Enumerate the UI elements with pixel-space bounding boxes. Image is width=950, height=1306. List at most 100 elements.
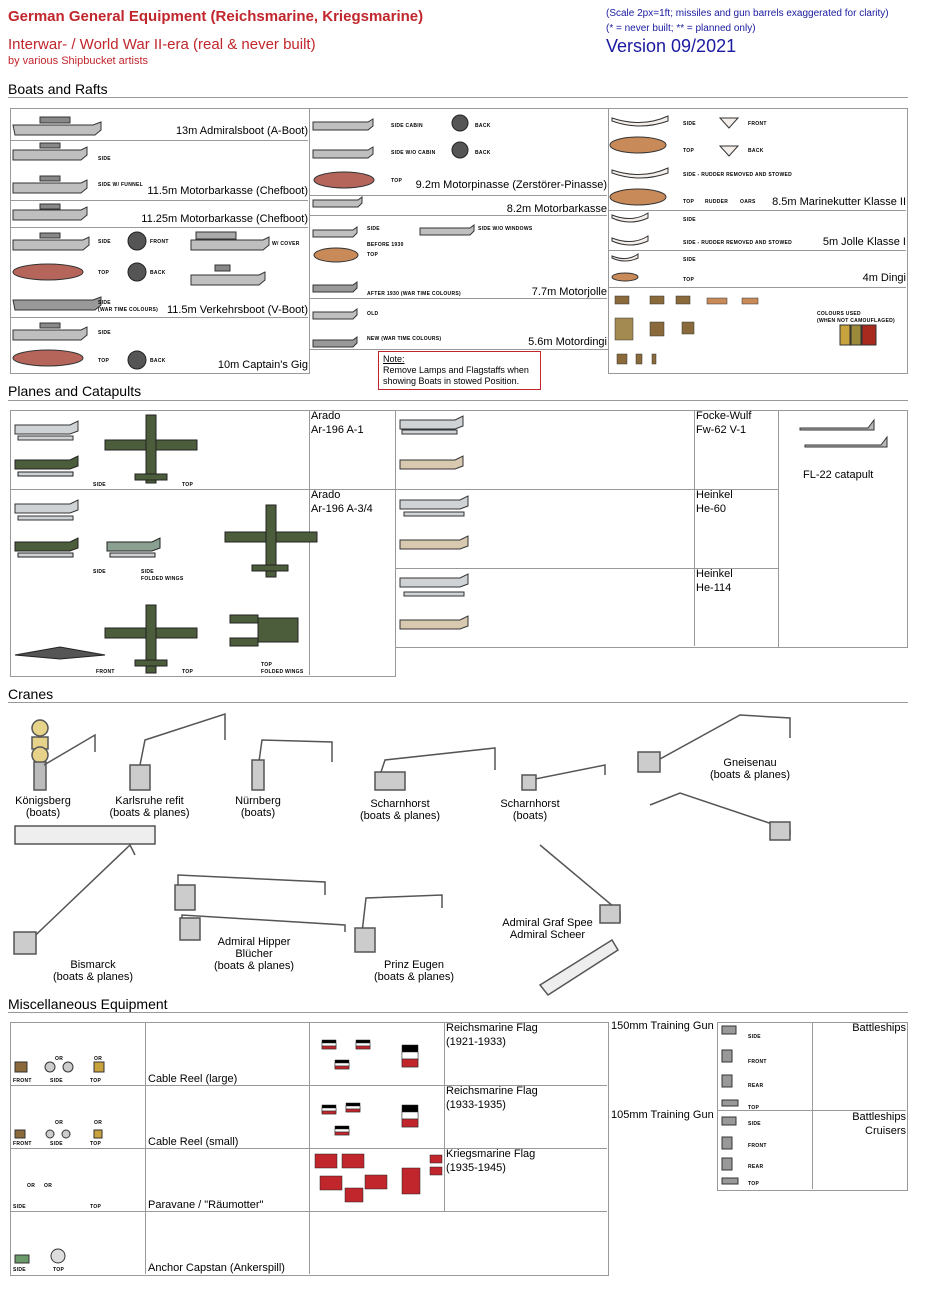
crane-use: (boats) [25, 807, 61, 819]
boats-panel-right [608, 108, 908, 374]
flag-years-1: (1921-1933) [446, 1036, 506, 1048]
plane-drawings [14, 414, 888, 674]
view-tag: REAR [748, 1083, 764, 1089]
row-divider [608, 250, 906, 251]
row-divider [309, 298, 607, 299]
view-tag: BACK [150, 270, 166, 276]
view-tag: SIDE [98, 300, 111, 306]
view-tag: W/ COVER [272, 241, 300, 247]
stowed-note: Note: Remove Lamps and Flagstaffs when s… [378, 351, 541, 390]
gun-use-150: Battleships [852, 1022, 906, 1034]
view-tag: SIDE [683, 217, 696, 223]
plane-maker-fw62: Focke-Wulf [696, 410, 752, 422]
boat-label-motorbarkasse-8-2: 8.2m Motorbarkasse [506, 203, 607, 215]
view-tag: REAR [748, 1164, 764, 1170]
view-tag: SIDE [13, 1204, 26, 1210]
view-tag: SIDE W/O WINDOWS [478, 226, 533, 232]
gun-use-105-b: Cruisers [865, 1125, 906, 1137]
boat-label-admiralsboot: 13m Admiralsboot (A-Boot) [175, 125, 308, 137]
section-cranes-heading: Cranes [8, 686, 54, 702]
view-tag: OARS [740, 199, 756, 205]
flag-label-3: Kriegsmarine Flag [446, 1148, 536, 1160]
view-tag: SIDE [93, 569, 106, 575]
section-misc-heading: Miscellaneous Equipment [8, 996, 168, 1012]
boat-label-jolle: 5m Jolle Klasse I [822, 236, 906, 248]
crane-use: (boats & planes) [109, 807, 190, 819]
catapult-label: FL-22 catapult [803, 469, 874, 481]
view-tag: SIDE [683, 257, 696, 263]
crane-use: (boats) [240, 807, 276, 819]
crane-hipper: Admiral Hipper Blücher (boats & planes) [206, 936, 302, 972]
plane-maker-he60: Heinkel [696, 489, 733, 501]
view-tag: FRONT [748, 1059, 767, 1065]
row-divider [717, 1110, 906, 1111]
misc-label-paravane: Paravane / "Räumotter" [148, 1199, 264, 1211]
view-tag: TOP [683, 277, 695, 283]
or-tag: OR [94, 1120, 103, 1126]
crane-use: (boats & planes) [373, 971, 455, 983]
view-tag: SIDE [748, 1121, 761, 1127]
view-tag: TOP [98, 270, 110, 276]
or-tag: OR [27, 1183, 36, 1189]
plane-maker-ar196a3: Arado [311, 489, 341, 501]
misc-label-cable-small: Cable Reel (small) [148, 1136, 239, 1148]
crane-scharnhorst-2: Scharnhorst (boats) [495, 798, 565, 822]
row-divider [10, 317, 308, 318]
row-divider [608, 210, 906, 211]
version-label: Version 09/2021 [606, 36, 737, 56]
boat-label-motorjolle: 7.7m Motorjolle [531, 286, 607, 298]
column-divider [309, 1022, 310, 1274]
row-divider [608, 287, 906, 288]
crane-gneisenau: Gneisenau (boats & planes) [700, 757, 800, 781]
row-divider [10, 200, 308, 201]
view-tag: TOP [182, 482, 194, 488]
view-tag: BACK [475, 123, 491, 129]
scale-note: (Scale 2px=1ft; missiles and gun barrels… [606, 8, 889, 19]
view-tag: OLD [367, 311, 379, 317]
view-tag: FRONT [748, 1143, 767, 1149]
view-tag: SIDE [367, 226, 380, 232]
column-divider [694, 410, 695, 646]
view-tag: SIDE [748, 1034, 761, 1040]
section-divider [8, 702, 908, 703]
crane-name: Admiral Graf Spee [502, 917, 593, 929]
crane-use: (boats & planes) [213, 960, 295, 972]
view-tag: TOP [90, 1078, 102, 1084]
view-tag: SIDE [98, 156, 111, 162]
built-note: (* = never built; ** = planned only) [606, 23, 756, 34]
row-divider [10, 227, 308, 228]
crane-spee: Admiral Graf Spee Admiral Scheer [495, 917, 600, 941]
or-tag: OR [55, 1056, 64, 1062]
view-tag: BACK [150, 358, 166, 364]
view-tag: TOP [748, 1181, 760, 1187]
colours-used-label: COLOURS USED [817, 311, 861, 317]
plane-model-he114: He-114 [696, 582, 732, 594]
view-tag: SIDE [98, 330, 111, 336]
crane-use: (boats & planes) [709, 769, 791, 781]
view-tag: (WAR TIME COLOURS) [98, 307, 159, 313]
misc-label-cable-large: Cable Reel (large) [148, 1073, 238, 1085]
view-tag: SIDE - RUDDER REMOVED AND STOWED [683, 172, 793, 178]
column-divider [812, 1022, 813, 1189]
boat-label-motorbarkasse-11-5: 11.5m Motorbarkasse (Chefboot) [147, 185, 308, 197]
section-divider [8, 1012, 908, 1013]
crane-name-2: Blücher [235, 948, 273, 960]
view-tag: TOP [683, 199, 695, 205]
credit-line: by various Shipbucket artists [8, 55, 149, 67]
crane-use: (boats) [512, 810, 548, 822]
boat-label-captains-gig: 10m Captain's Gig [217, 359, 308, 371]
row-divider [309, 215, 607, 216]
crane-name: Admiral Hipper [217, 936, 291, 948]
view-tag: TOP [90, 1204, 102, 1210]
crane-nuernberg: Nürnberg (boats) [228, 795, 288, 819]
gun-use-105-a: Battleships [852, 1111, 906, 1123]
view-tag: FRONT [13, 1078, 32, 1084]
boats-drawings [12, 114, 877, 370]
view-tag: TOP [90, 1141, 102, 1147]
crane-name: Prinz Eugen [384, 959, 444, 971]
view-tag: FOLDED WINGS [261, 669, 304, 675]
crane-name-2: Admiral Scheer [509, 929, 586, 941]
view-tag: TOP [261, 662, 273, 668]
view-tag: FRONT [13, 1141, 32, 1147]
row-divider [10, 1148, 607, 1149]
